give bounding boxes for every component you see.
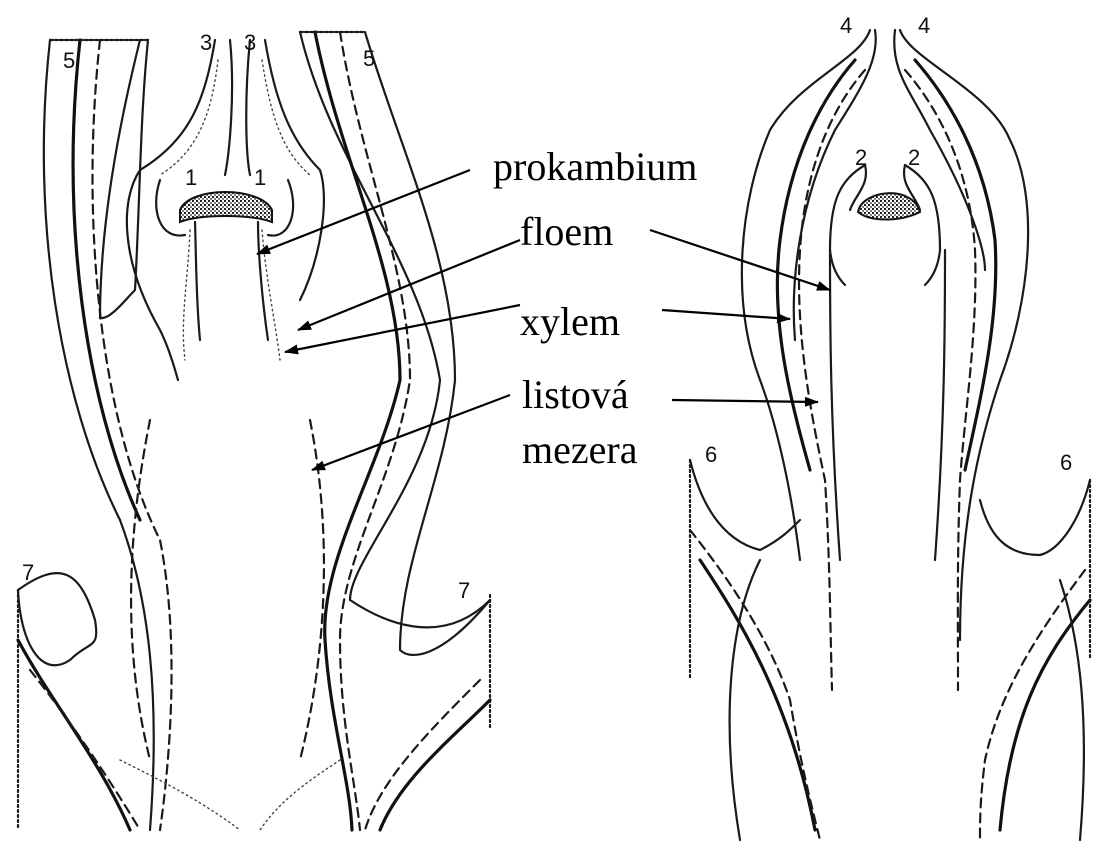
leaf-number: 4 bbox=[918, 13, 930, 38]
labels: prokambium floem xylem listová mezera bbox=[493, 144, 697, 472]
arrow-floem-left bbox=[298, 240, 520, 330]
leaf-number: 2 bbox=[908, 145, 920, 170]
label-mezera: mezera bbox=[522, 427, 638, 472]
leaf-number: 1 bbox=[185, 165, 197, 190]
leaf-number: 6 bbox=[705, 442, 717, 467]
arrow-xylem-left bbox=[285, 305, 520, 352]
arrow-xylem-right bbox=[662, 310, 790, 319]
leaf-number: 3 bbox=[244, 30, 256, 55]
leaf-number: 6 bbox=[1060, 450, 1072, 475]
leaf-number: 5 bbox=[363, 46, 375, 71]
apical-meristem-left bbox=[180, 192, 272, 222]
leaf-number: 7 bbox=[458, 578, 470, 603]
arrow-listova-left bbox=[312, 395, 510, 470]
arrow-listova-right bbox=[672, 400, 818, 402]
arrow-floem-right bbox=[650, 230, 830, 290]
right-section bbox=[690, 30, 1090, 840]
label-xylem: xylem bbox=[520, 299, 620, 344]
leaf-number: 7 bbox=[22, 560, 34, 585]
left-section bbox=[18, 32, 490, 830]
leaf-number: 2 bbox=[855, 145, 867, 170]
apical-meristem-right bbox=[858, 193, 920, 219]
label-prokambium: prokambium bbox=[493, 144, 697, 189]
leaf-number: 4 bbox=[840, 13, 852, 38]
label-listova: listová bbox=[522, 372, 629, 417]
leaf-number: 3 bbox=[200, 30, 212, 55]
label-floem: floem bbox=[520, 209, 613, 254]
leaf-number: 1 bbox=[254, 165, 266, 190]
leaf-number: 5 bbox=[63, 48, 75, 73]
